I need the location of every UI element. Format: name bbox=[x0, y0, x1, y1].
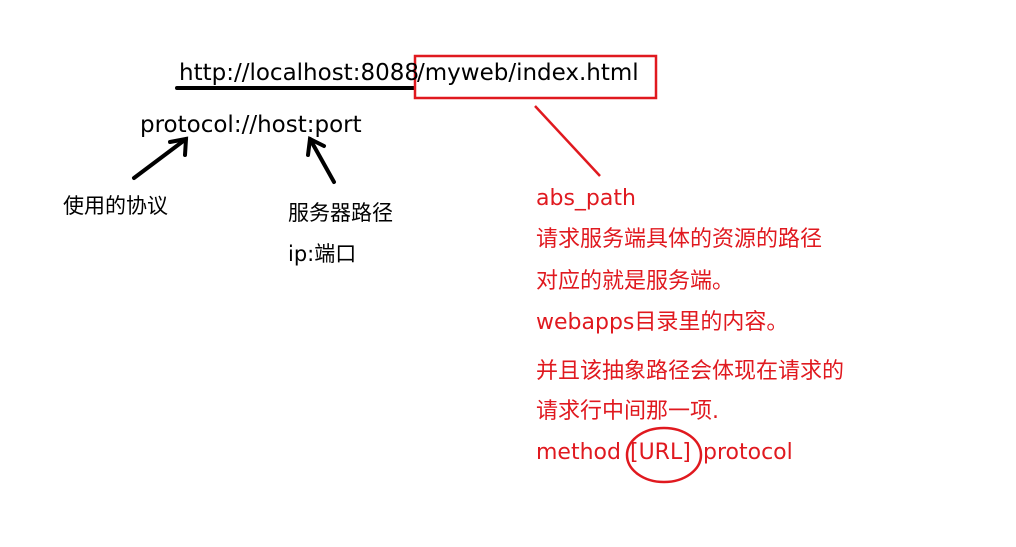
note-line-4: 并且该抽象路径会体现在请求的 bbox=[536, 359, 845, 384]
request-line-url: [URL] bbox=[630, 440, 691, 465]
url-abs-path: /myweb/index.html bbox=[417, 60, 639, 86]
note-line-1: 请求服务端具体的资源的路径 bbox=[536, 227, 823, 252]
note-line-3: webapps目录里的内容。 bbox=[536, 310, 789, 335]
abs-path-box bbox=[413, 54, 658, 100]
host-note-line-1: 服务器路径 bbox=[288, 201, 393, 225]
protocol-note: 使用的协议 bbox=[63, 194, 168, 218]
note-line-5: 请求行中间那一项. bbox=[536, 399, 719, 424]
abs-path-pointer-line bbox=[534, 105, 601, 177]
request-line-protocol: protocol bbox=[703, 440, 793, 465]
host-arrow bbox=[306, 135, 336, 184]
protocol-arrow bbox=[132, 136, 189, 180]
url-ellipse bbox=[625, 426, 703, 484]
host-note-line-2: ip:端口 bbox=[288, 242, 357, 266]
abs-path-title: abs_path bbox=[536, 186, 636, 211]
url-pattern: protocol://host:port bbox=[140, 112, 362, 138]
note-line-2: 对应的就是服务端。 bbox=[536, 269, 735, 294]
request-line-method: method bbox=[536, 440, 621, 465]
url-scheme-host: http://localhost:8088 bbox=[179, 60, 419, 86]
